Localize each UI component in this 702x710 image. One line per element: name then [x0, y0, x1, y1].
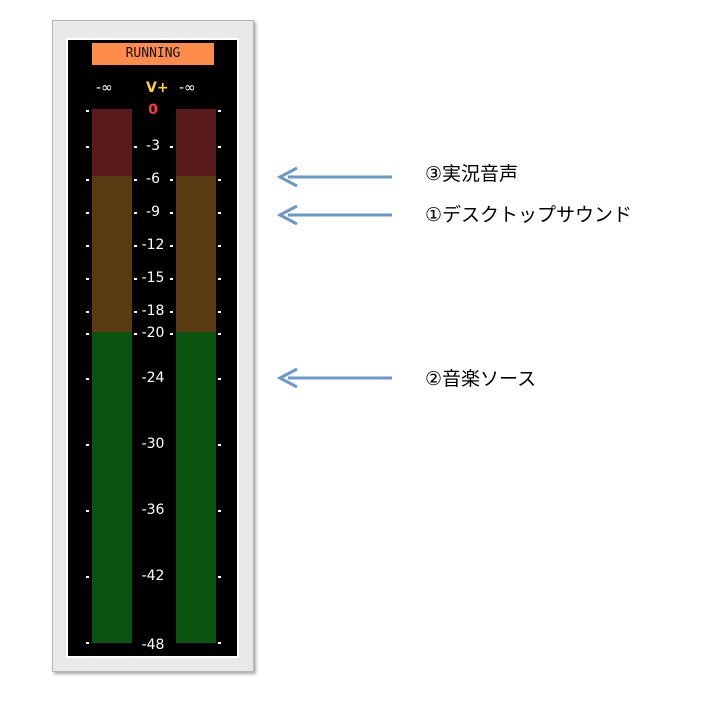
tick-mark	[134, 333, 137, 335]
tick-mark	[86, 444, 89, 446]
tick-mark	[134, 146, 137, 148]
callout-music-source: ②音楽ソース	[425, 368, 537, 390]
tick-mark	[218, 278, 221, 280]
scale-label-minus-20: -20	[141, 325, 165, 341]
tick-mark	[218, 110, 221, 112]
tick-mark	[86, 642, 89, 644]
tick-mark	[134, 311, 137, 313]
tick-mark	[134, 278, 137, 280]
status-badge: RUNNING	[92, 43, 214, 65]
scale-label-minus-36: -36	[141, 502, 165, 518]
tick-mark	[218, 576, 221, 578]
tick-mark	[134, 179, 137, 181]
left-bar-red-zone	[92, 109, 132, 176]
tick-mark	[218, 642, 221, 644]
tick-mark	[170, 311, 173, 313]
scale-label-minus-42: -42	[141, 568, 165, 584]
right-channel-peak-label: -∞	[179, 80, 196, 96]
scale-label-minus-30: -30	[141, 436, 165, 452]
scale-label-minus-9: -9	[146, 204, 160, 220]
tick-mark	[86, 576, 89, 578]
tick-mark	[218, 311, 221, 313]
right-bar-green-zone	[176, 332, 216, 643]
tick-mark	[170, 212, 173, 214]
tick-mark	[218, 212, 221, 214]
scale-label-minus-15: -15	[141, 270, 165, 286]
arrow-icon	[276, 367, 392, 389]
scale-label-minus-6: -6	[146, 171, 160, 187]
left-bar-green-zone	[92, 332, 132, 643]
tick-mark	[170, 179, 173, 181]
scale-label-minus-3: -3	[146, 138, 160, 154]
tick-mark	[218, 510, 221, 512]
tick-mark	[170, 333, 173, 335]
tick-mark	[86, 146, 89, 148]
right-bar-brown-zone	[176, 176, 216, 332]
tick-mark	[218, 146, 221, 148]
tick-mark	[218, 444, 221, 446]
tick-mark	[86, 333, 89, 335]
tick-mark	[134, 212, 137, 214]
tick-mark	[170, 278, 173, 280]
tick-mark	[86, 278, 89, 280]
tick-mark	[86, 378, 89, 380]
tick-mark	[134, 245, 137, 247]
vplus-label: V+	[146, 80, 169, 96]
tick-mark	[218, 333, 221, 335]
scale-label-minus-18: -18	[141, 303, 165, 319]
tick-mark	[218, 378, 221, 380]
tick-mark	[86, 510, 89, 512]
left-channel-peak-label: -∞	[96, 80, 113, 96]
scale-label-0: 0	[148, 102, 158, 118]
tick-mark	[86, 212, 89, 214]
left-bar-brown-zone	[92, 176, 132, 332]
arrow-icon	[276, 166, 392, 188]
tick-mark	[170, 245, 173, 247]
tick-mark	[218, 245, 221, 247]
tick-mark	[86, 245, 89, 247]
arrow-icon	[276, 204, 392, 226]
scale-label-minus-12: -12	[141, 237, 165, 253]
tick-mark	[86, 110, 89, 112]
callout-live-commentary: ③実況音声	[425, 163, 519, 185]
tick-mark	[86, 311, 89, 313]
right-bar-red-zone	[176, 109, 216, 176]
scale-label-minus-24: -24	[141, 370, 165, 386]
scale-label-minus-48: -48	[141, 637, 165, 653]
tick-mark	[170, 146, 173, 148]
tick-mark	[218, 179, 221, 181]
callout-desktop-sound: ①デスクトップサウンド	[425, 204, 633, 226]
tick-mark	[86, 179, 89, 181]
